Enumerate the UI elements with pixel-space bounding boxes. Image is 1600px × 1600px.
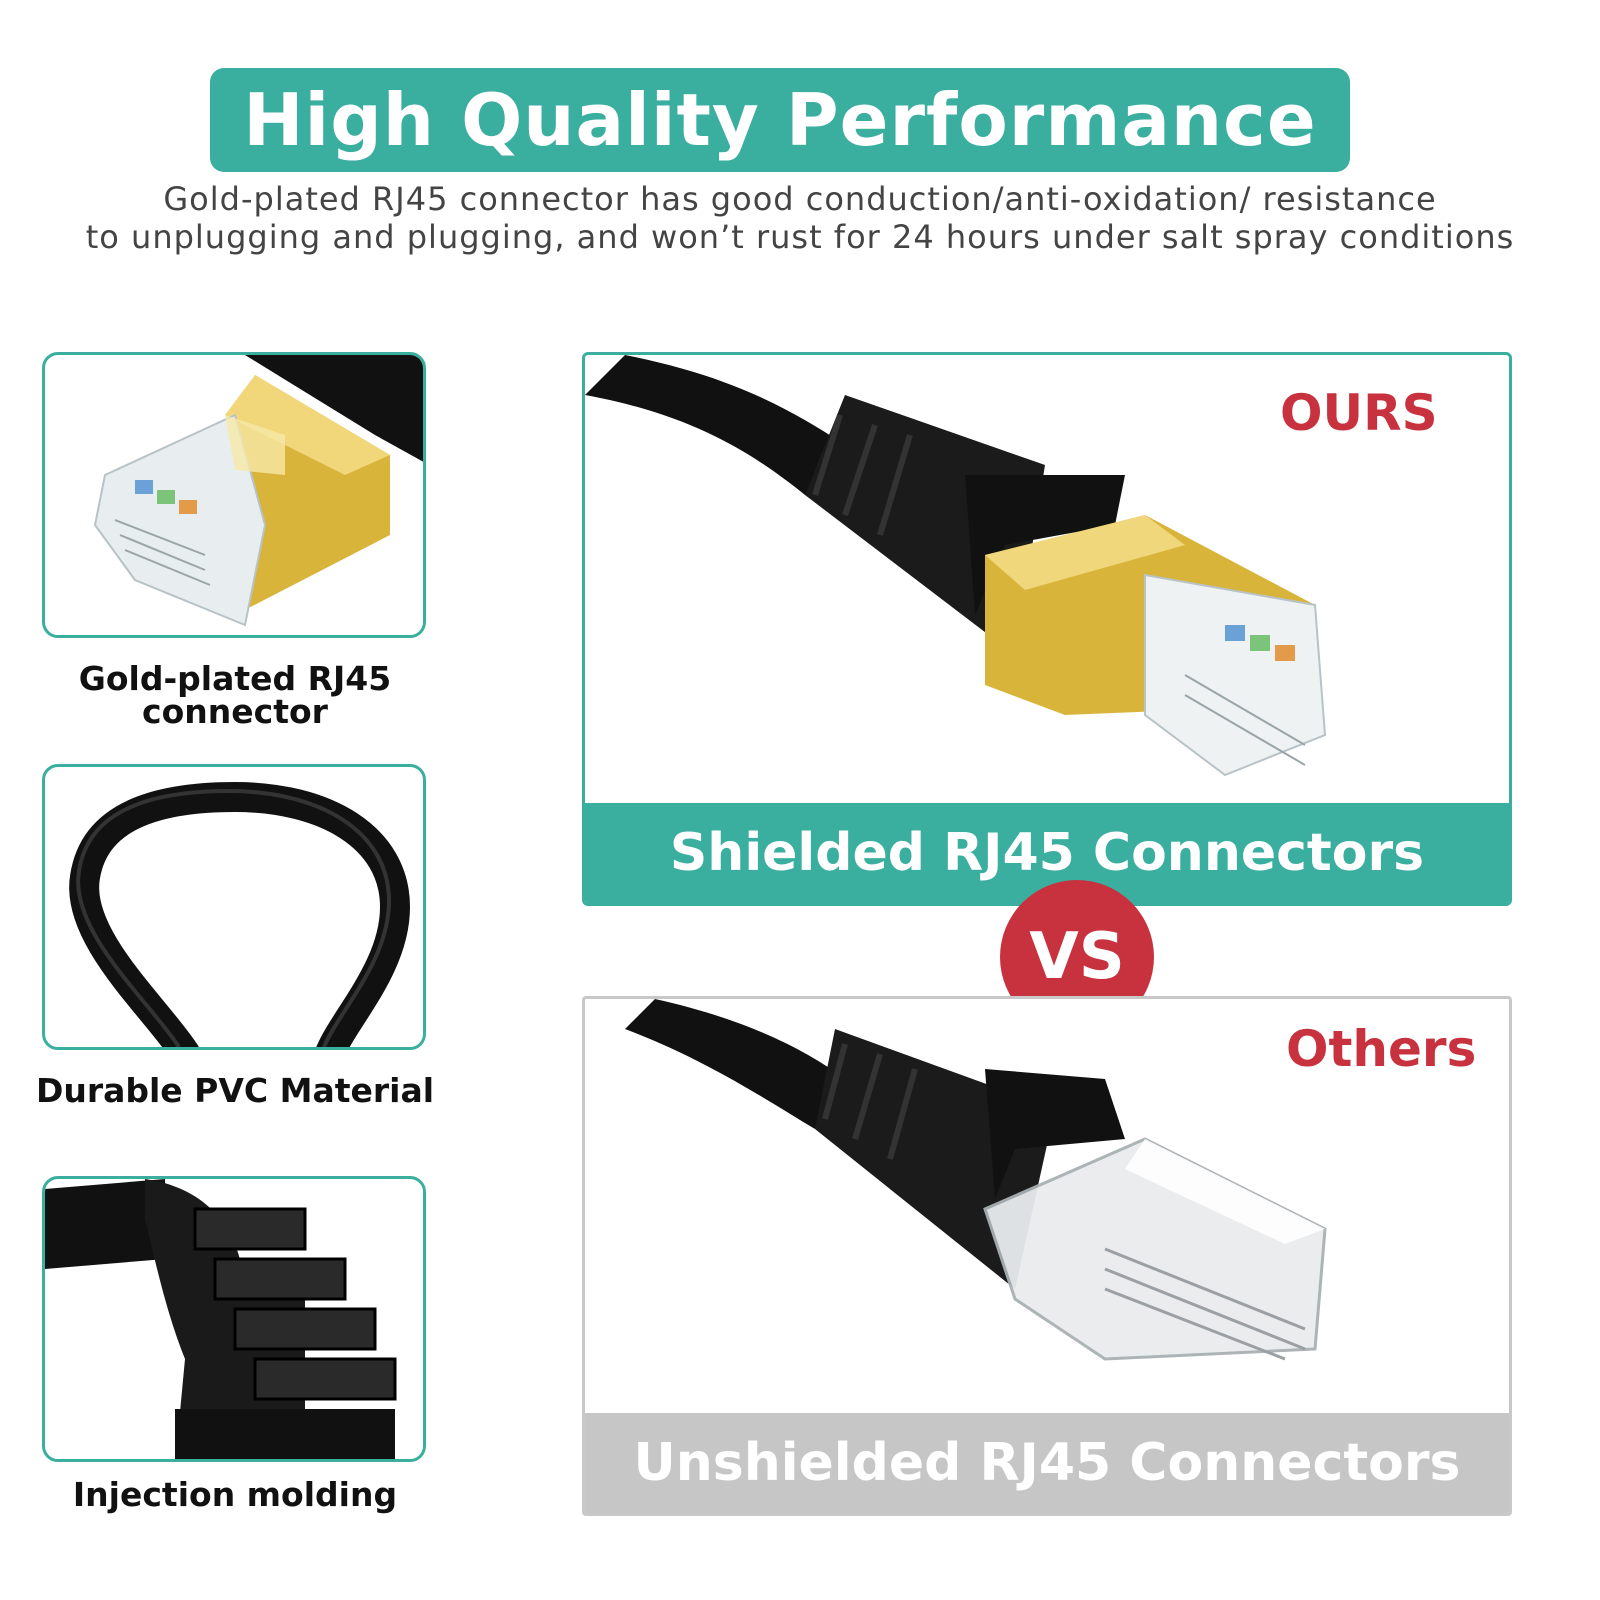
feature-label-gold-connector: Gold-plated RJ45 connector (20, 662, 450, 728)
unshielded-caption: Unshielded RJ45 Connectors (585, 1413, 1509, 1513)
feature-label-line-2: connector (142, 692, 328, 731)
feature-label-injection: Injection molding (72, 1475, 398, 1514)
gold-rj45-connector-photo (93, 355, 423, 627)
feature-card-pvc (42, 764, 426, 1050)
feature-card-injection (42, 1176, 426, 1462)
feature-label-pvc: Durable PVC Material (35, 1071, 435, 1110)
shielded-connector-photo (585, 355, 1327, 777)
comparison-card-others: Unshielded RJ45 Connectors (582, 996, 1512, 1516)
others-tag: Others (1286, 1020, 1477, 1078)
comparison-card-ours: Shielded RJ45 Connectors (582, 352, 1512, 906)
injection-molded-boot-photo (45, 1179, 397, 1459)
pvc-cable-loop-photo (69, 781, 411, 1047)
ours-tag: OURS (1280, 384, 1438, 442)
subtitle-line-1: Gold-plated RJ45 connector has good cond… (163, 180, 1437, 218)
page-title: High Quality Performance (243, 78, 1317, 162)
title-banner: High Quality Performance (210, 68, 1350, 172)
feature-label-line-1: Gold-plated RJ45 (78, 659, 392, 698)
subtitle-line-2: to unplugging and plugging, and won’t ru… (85, 218, 1515, 256)
feature-card-gold-connector (42, 352, 426, 638)
unshielded-connector-photo (625, 999, 1327, 1361)
